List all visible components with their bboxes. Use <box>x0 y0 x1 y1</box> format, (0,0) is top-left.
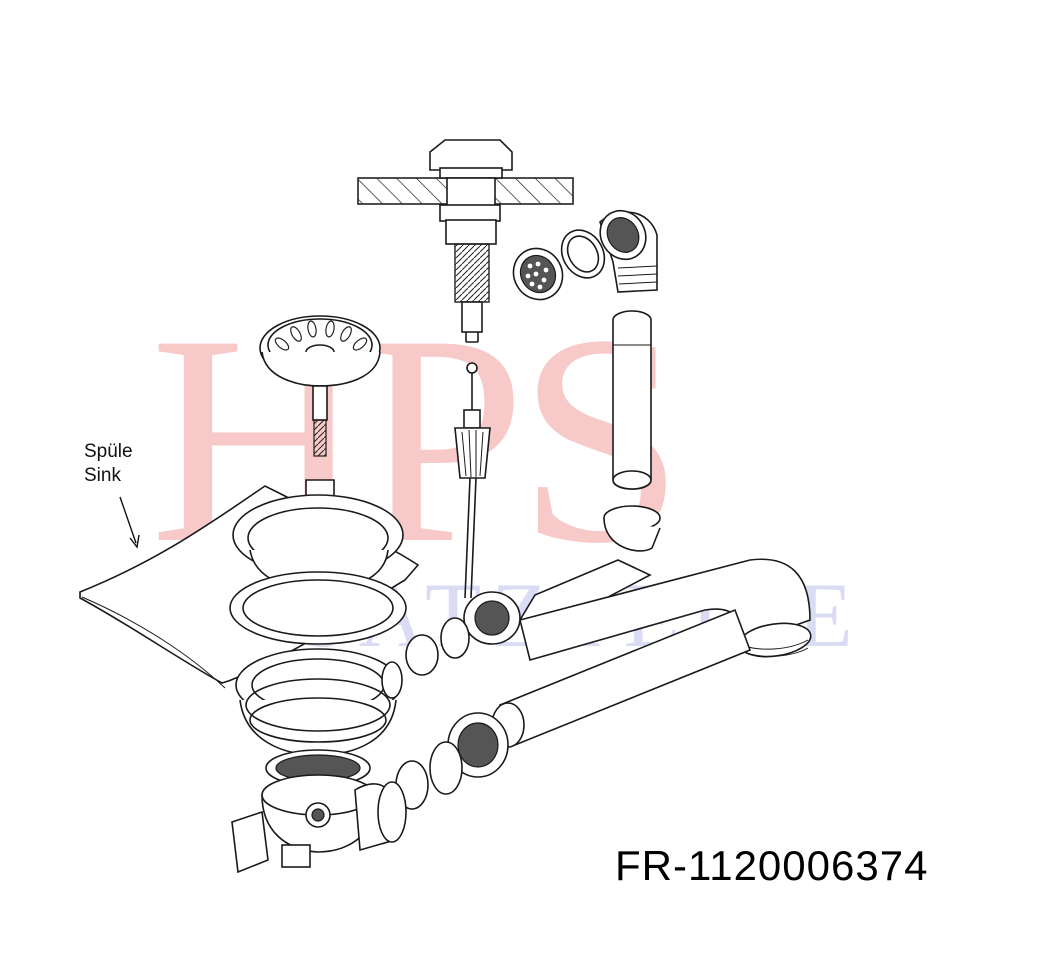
callout-line-en: Sink <box>84 465 121 486</box>
part-number: FR-1120006374 <box>615 842 929 889</box>
main-drain-pipe <box>519 558 812 661</box>
bowden-cable <box>454 362 491 599</box>
strainer-basket <box>259 315 381 457</box>
overflow-pipe <box>518 310 661 626</box>
callout-arrow <box>119 496 137 544</box>
overflow-outlet <box>512 209 658 301</box>
sink-callout: Spüle Sink <box>84 441 140 549</box>
overflow-control-knob <box>429 139 513 343</box>
drain-body <box>231 661 407 874</box>
callout-line-de: Spüle <box>84 441 133 462</box>
callout-arrowhead <box>129 534 140 549</box>
drain-flange <box>229 494 407 787</box>
